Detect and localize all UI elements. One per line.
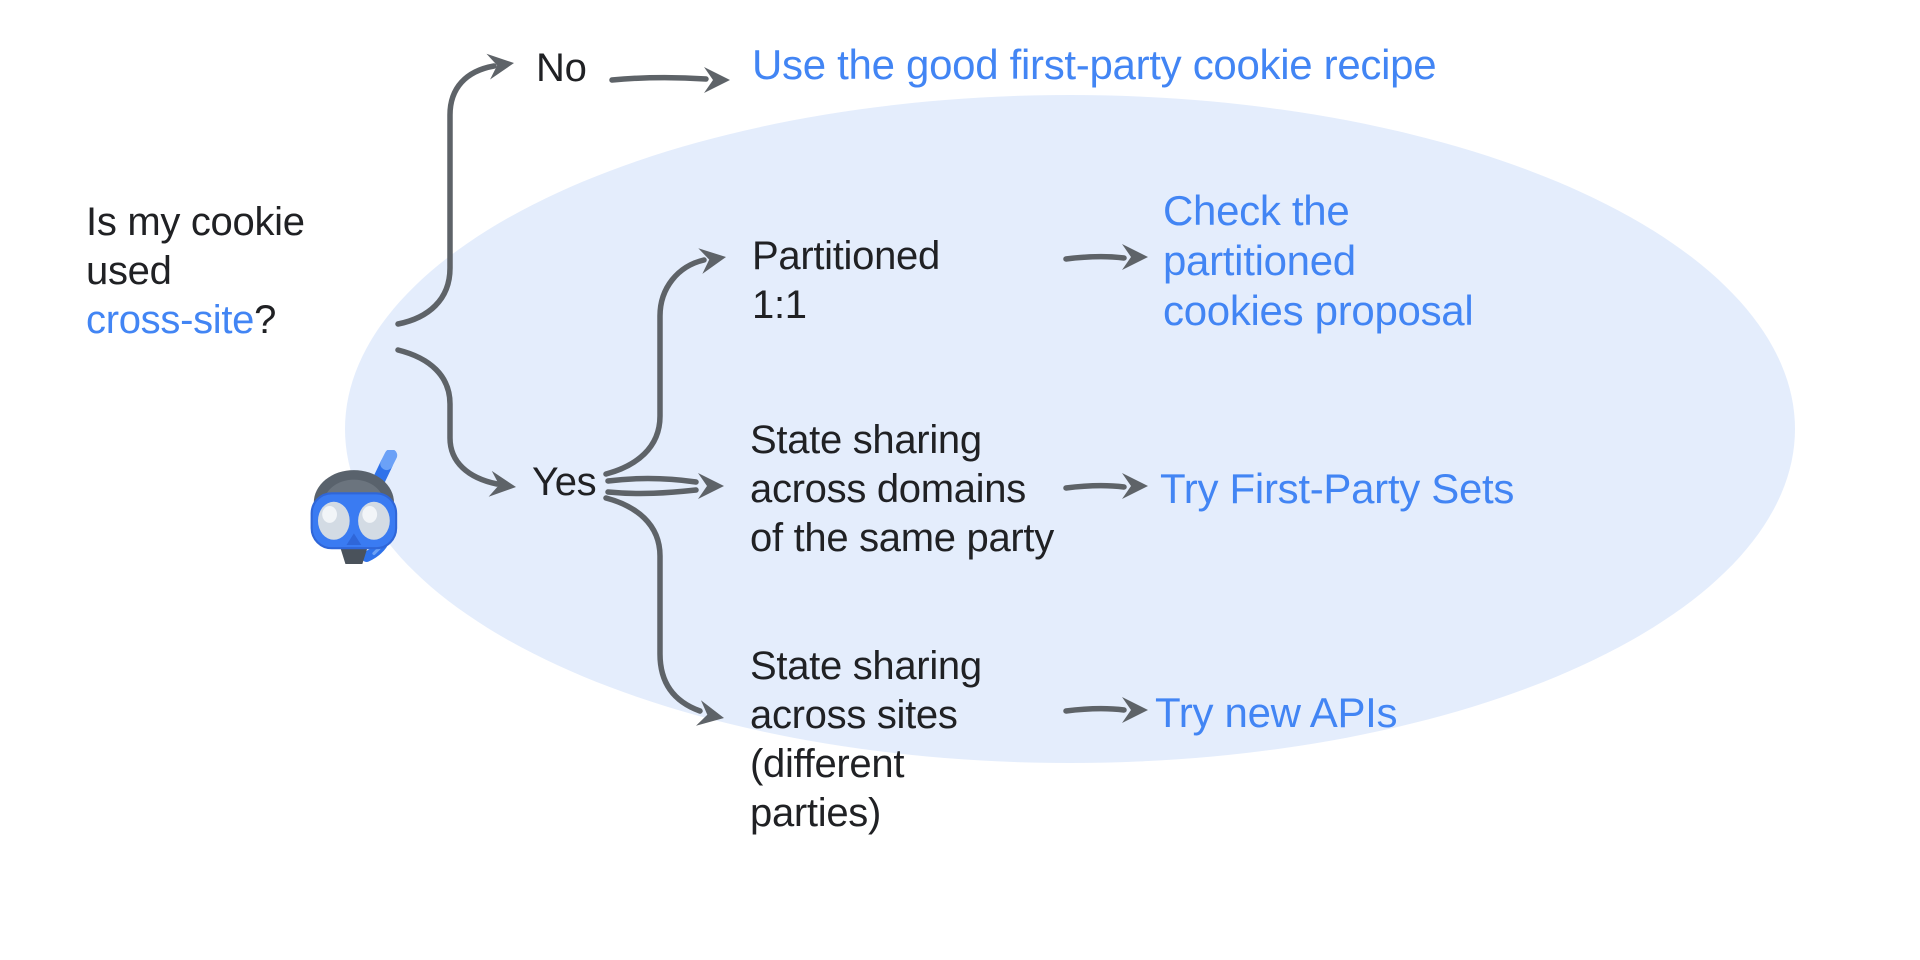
question-line-3: cross-site? — [86, 296, 305, 345]
arrowhead-no-answer — [704, 67, 730, 93]
question-line-1: Is my cookie — [86, 200, 305, 244]
diving-mask-icon — [310, 450, 398, 565]
branch-label-no: No — [536, 46, 587, 90]
condition-partitioned: Partitioned 1:1 — [752, 234, 940, 327]
answer-link-new-apis[interactable]: Try new APIs — [1155, 689, 1398, 736]
answer-link-partitioned-cookies[interactable]: Check the partitioned cookies proposal — [1163, 187, 1474, 334]
arrow-no-to-answer — [609, 74, 709, 83]
question-line-2: used — [86, 249, 172, 293]
yes-group-ellipse — [345, 95, 1795, 763]
answer-link-first-party-sets[interactable]: Try First-Party Sets — [1160, 465, 1515, 512]
cross-site-link[interactable]: cross-site — [86, 298, 255, 342]
branch-label-yes: Yes — [532, 460, 597, 504]
answer-link-first-party-recipe[interactable]: Use the good first-party cookie recipe — [752, 41, 1437, 88]
arrowhead-no — [486, 53, 514, 80]
condition-domains: State sharing across domains of the same… — [750, 418, 1054, 560]
question-mark: ? — [254, 298, 277, 342]
condition-sites: State sharing across sites (different pa… — [750, 644, 982, 835]
question: Is my cookie used cross-site? — [86, 198, 305, 345]
